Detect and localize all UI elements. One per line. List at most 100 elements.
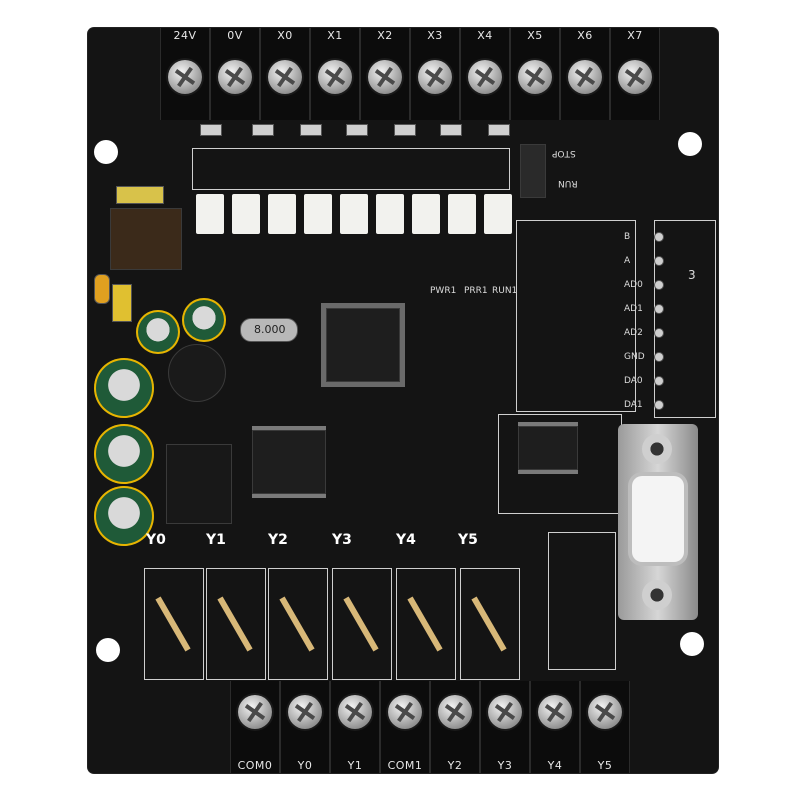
output-terminal-block: COM0 Y0 Y1 COM1 Y2 Y3 Y4 Y5 xyxy=(230,681,630,773)
optocoupler xyxy=(232,194,260,234)
terminal-label: Y5 xyxy=(597,759,613,772)
ic-chip xyxy=(252,430,326,494)
terminal-x3[interactable]: X3 xyxy=(410,28,460,120)
optocoupler xyxy=(448,194,476,234)
mounting-hole xyxy=(94,140,118,164)
smd-component xyxy=(252,124,274,136)
screw-icon xyxy=(538,695,572,729)
terminal-y0[interactable]: Y0 xyxy=(280,681,330,773)
pin[interactable] xyxy=(654,304,664,314)
screw-icon xyxy=(218,60,252,94)
terminal-com0[interactable]: COM0 xyxy=(230,681,280,773)
smd-component xyxy=(346,124,368,136)
terminal-x1[interactable]: X1 xyxy=(310,28,360,120)
output-label-y0: Y0 xyxy=(146,532,166,548)
led-label: RUN1 xyxy=(492,286,518,296)
crystal-oscillator xyxy=(240,318,298,342)
right-header-pins: B A AD0 AD1 AD2 GND DA0 DA1 xyxy=(624,226,664,418)
terminal-0v[interactable]: 0V xyxy=(210,28,260,120)
terminal-y4[interactable]: Y4 xyxy=(530,681,580,773)
screw-icon xyxy=(338,695,372,729)
terminal-24v[interactable]: 24V xyxy=(160,28,210,120)
ic-chip xyxy=(518,426,578,470)
terminal-label: Y2 xyxy=(447,759,463,772)
pin-label: AD2 xyxy=(624,328,643,338)
optocoupler xyxy=(340,194,368,234)
smd-component xyxy=(394,124,416,136)
stop-label: STOP xyxy=(552,148,576,158)
screw-icon xyxy=(488,695,522,729)
output-label-y5: Y5 xyxy=(458,532,478,548)
terminal-x5[interactable]: X5 xyxy=(510,28,560,120)
output-resistor-bay xyxy=(206,568,266,680)
terminal-label: X5 xyxy=(527,29,543,42)
screw-icon xyxy=(418,60,452,94)
pin-label: DA1 xyxy=(624,400,643,410)
screw-icon xyxy=(438,695,472,729)
terminal-label: COM1 xyxy=(387,759,423,772)
terminal-y5[interactable]: Y5 xyxy=(580,681,630,773)
pin[interactable] xyxy=(654,280,664,290)
terminal-label: 0V xyxy=(227,29,243,42)
screw-icon xyxy=(368,60,402,94)
smd-component xyxy=(440,124,462,136)
terminal-x4[interactable]: X4 xyxy=(460,28,510,120)
electrolytic-capacitor xyxy=(94,486,154,546)
output-resistor-bay xyxy=(268,568,328,680)
terminal-x0[interactable]: X0 xyxy=(260,28,310,120)
optocoupler xyxy=(196,194,224,234)
screw-icon xyxy=(588,695,622,729)
mounting-hole xyxy=(96,638,120,662)
screw-icon xyxy=(518,60,552,94)
terminal-label: X2 xyxy=(377,29,393,42)
tantalum-capacitor xyxy=(112,284,132,322)
electrolytic-capacitor xyxy=(94,358,154,418)
smd-component xyxy=(200,124,222,136)
output-label-y4: Y4 xyxy=(396,532,416,548)
screw-icon xyxy=(642,434,672,464)
terminal-label: Y3 xyxy=(497,759,513,772)
pin[interactable] xyxy=(654,400,664,410)
screw-icon xyxy=(318,60,352,94)
pin[interactable] xyxy=(654,256,664,266)
mounting-hole xyxy=(678,132,702,156)
output-label-y2: Y2 xyxy=(268,532,288,548)
electrolytic-capacitor xyxy=(182,298,226,342)
led-label: PWR1 xyxy=(430,286,457,296)
run-stop-switch[interactable] xyxy=(520,144,546,198)
input-terminal-block: 24V 0V X0 X1 X2 X3 X4 X5 X6 X7 xyxy=(160,28,660,120)
terminal-x6[interactable]: X6 xyxy=(560,28,610,120)
pin[interactable] xyxy=(654,328,664,338)
terminal-label: X7 xyxy=(627,29,643,42)
run-label: RUN xyxy=(558,178,578,188)
terminal-y3[interactable]: Y3 xyxy=(480,681,530,773)
terminal-label: X0 xyxy=(277,29,293,42)
smd-component xyxy=(488,124,510,136)
pin[interactable] xyxy=(654,232,664,242)
optocoupler xyxy=(412,194,440,234)
tantalum-capacitor xyxy=(94,274,110,304)
optocoupler xyxy=(376,194,404,234)
plc-circuit-board: 24V 0V X0 X1 X2 X3 X4 X5 X6 X7 STOP RUN xyxy=(88,28,718,773)
terminal-y1[interactable]: Y1 xyxy=(330,681,380,773)
terminal-label: 24V xyxy=(173,29,197,42)
screw-icon xyxy=(288,695,322,729)
terminal-label: Y0 xyxy=(297,759,313,772)
terminal-y2[interactable]: Y2 xyxy=(430,681,480,773)
optocoupler xyxy=(484,194,512,234)
terminal-x7[interactable]: X7 xyxy=(610,28,660,120)
screw-icon xyxy=(168,60,202,94)
pin[interactable] xyxy=(654,376,664,386)
led-label: PRR1 xyxy=(464,286,488,296)
output-label-y3: Y3 xyxy=(332,532,352,548)
screw-icon xyxy=(468,60,502,94)
crystal-label: 8.000 xyxy=(254,323,286,336)
output-resistor-bay xyxy=(396,568,456,680)
terminal-com1[interactable]: COM1 xyxy=(380,681,430,773)
terminal-x2[interactable]: X2 xyxy=(360,28,410,120)
terminal-label: Y1 xyxy=(347,759,363,772)
fuse xyxy=(116,186,164,204)
pin[interactable] xyxy=(654,352,664,362)
db9-serial-connector[interactable] xyxy=(618,424,698,620)
pin-label: AD1 xyxy=(624,304,643,314)
